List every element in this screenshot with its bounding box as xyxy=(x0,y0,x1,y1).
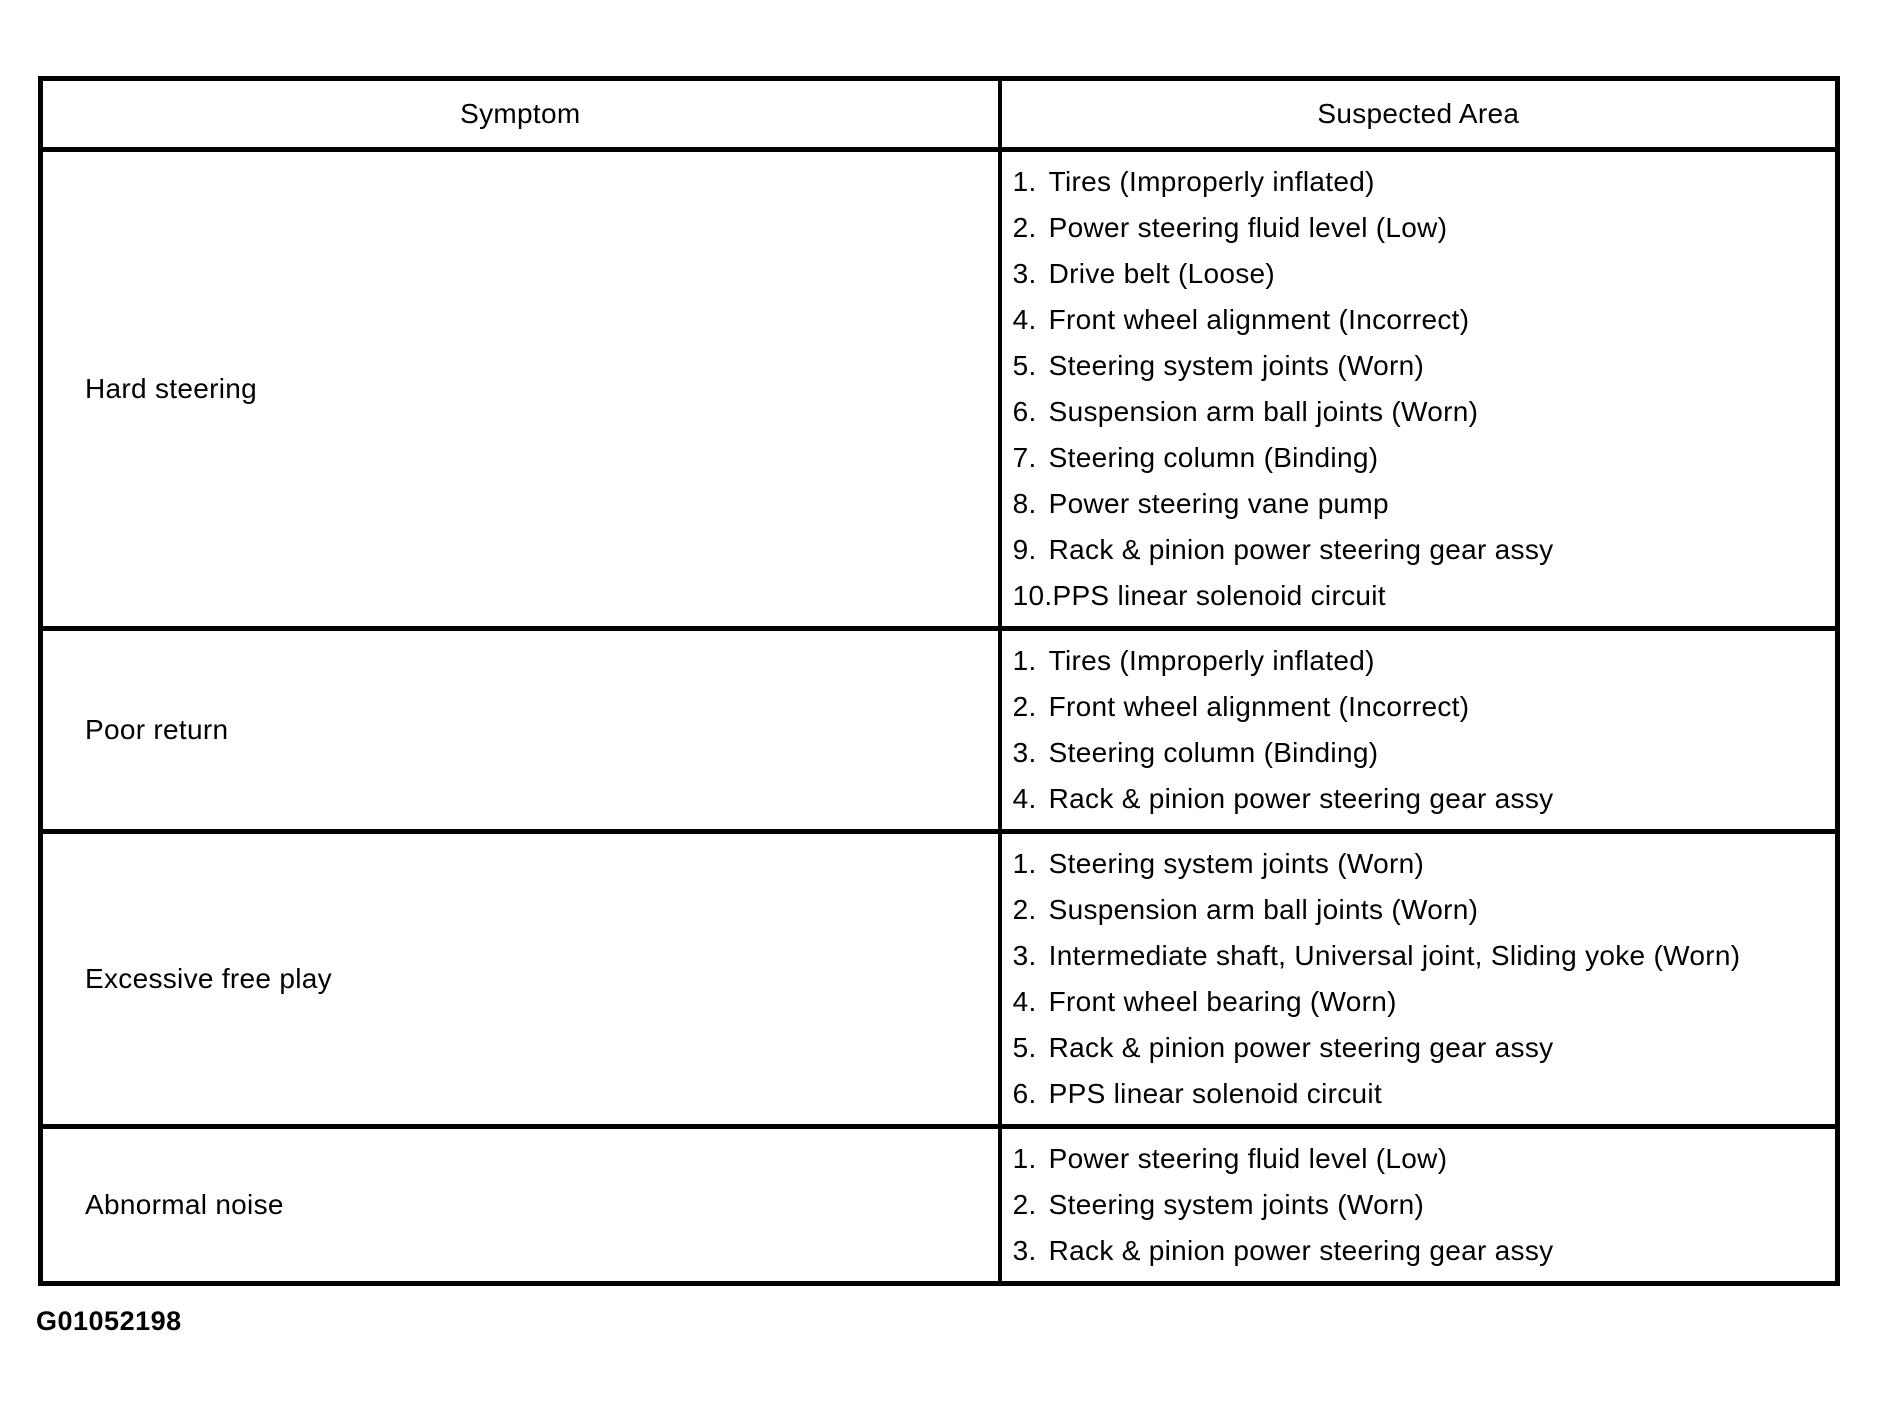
suspected-area-item: 3. Steering column (Binding) xyxy=(1013,730,1831,776)
symptom-cell: Poor return xyxy=(38,626,1002,834)
suspected-area-item: 4. Rack & pinion power steering gear assy xyxy=(1013,776,1831,822)
table-row: Poor return 1. Tires (Improperly inflated… xyxy=(38,626,1840,834)
item-number: 3. xyxy=(1012,737,1037,768)
symptom-cell: Excessive free play xyxy=(38,829,1002,1129)
symptom-cell: Abnormal noise xyxy=(38,1124,1002,1286)
item-number: 1. xyxy=(1012,1143,1037,1174)
suspected-area-item: 7. Steering column (Binding) xyxy=(1013,435,1831,481)
suspected-area-item: 4. Front wheel alignment (Incorrect) xyxy=(1013,297,1831,343)
symptom-label: Excessive free play xyxy=(85,963,332,994)
suspected-area-item: 4. Front wheel bearing (Worn) xyxy=(1013,979,1831,1025)
suspected-area-item: 3. Intermediate shaft, Universal joint, S… xyxy=(1013,933,1831,979)
suspected-area-item: 10.PPS linear solenoid circuit xyxy=(1013,573,1831,619)
item-text: Intermediate shaft, Universal joint, Sli… xyxy=(1048,940,1741,971)
header-row: Symptom Suspected Area xyxy=(38,76,1840,152)
item-number: 1. xyxy=(1012,848,1037,879)
item-number: 1. xyxy=(1012,166,1037,197)
item-text: Rack & pinion power steering gear assy xyxy=(1048,1032,1554,1063)
item-number: 9. xyxy=(1012,534,1037,565)
item-text: PPS linear solenoid circuit xyxy=(1052,580,1386,611)
suspected-area-column-header: Suspected Area xyxy=(997,76,1840,152)
item-number: 6. xyxy=(1012,396,1037,427)
item-text: Steering system joints (Worn) xyxy=(1048,1189,1425,1220)
suspected-area-item: 8. Power steering vane pump xyxy=(1013,481,1831,527)
suspected-area-cell: 1. Steering system joints (Worn) 2. Suspens… xyxy=(997,829,1840,1129)
table-row: Hard steering 1. Tires (Improperly inflat… xyxy=(38,147,1840,631)
table-row: Abnormal noise 1. Power steering fluid le… xyxy=(38,1124,1840,1286)
suspected-area-item: 1. Power steering fluid level (Low) xyxy=(1013,1136,1831,1182)
item-text: Suspension arm ball joints (Worn) xyxy=(1048,396,1479,427)
table-row: Excessive free play 1. Steering system jo… xyxy=(38,829,1840,1129)
item-number: 4. xyxy=(1012,783,1037,814)
figure-code: G01052198 xyxy=(36,1306,182,1336)
suspected-area-cell: 1. Tires (Improperly inflated) 2. Power ste… xyxy=(997,147,1840,631)
item-number: 3. xyxy=(1012,258,1037,289)
item-text: Power steering vane pump xyxy=(1048,488,1389,519)
suspected-area-list: 1. Steering system joints (Worn) 2. Suspens… xyxy=(1013,841,1831,1117)
item-number: 2. xyxy=(1012,894,1037,925)
item-text: Power steering fluid level (Low) xyxy=(1048,1143,1448,1174)
suspected-area-item: 6. Suspension arm ball joints (Worn) xyxy=(1013,389,1831,435)
suspected-area-item: 9. Rack & pinion power steering gear assy xyxy=(1013,527,1831,573)
item-text: Front wheel alignment (Incorrect) xyxy=(1048,691,1470,722)
symptom-troubleshooting-table: Symptom Suspected Area Hard steering 1. T… xyxy=(38,76,1840,1286)
suspected-area-item: 5. Rack & pinion power steering gear assy xyxy=(1013,1025,1831,1071)
item-text: PPS linear solenoid circuit xyxy=(1048,1078,1383,1109)
suspected-area-item: 2. Steering system joints (Worn) xyxy=(1013,1182,1831,1228)
suspected-area-item: 2. Power steering fluid level (Low) xyxy=(1013,205,1831,251)
item-text: Steering system joints (Worn) xyxy=(1048,350,1425,381)
item-number: 2. xyxy=(1012,691,1037,722)
item-text: Suspension arm ball joints (Worn) xyxy=(1048,894,1479,925)
item-text: Rack & pinion power steering gear assy xyxy=(1048,783,1554,814)
item-text: Tires (Improperly inflated) xyxy=(1048,166,1375,197)
suspected-area-item: 2. Front wheel alignment (Incorrect) xyxy=(1013,684,1831,730)
suspected-area-item: 1. Steering system joints (Worn) xyxy=(1013,841,1831,887)
item-text: Rack & pinion power steering gear assy xyxy=(1048,1235,1554,1266)
symptom-label: Abnormal noise xyxy=(85,1189,284,1220)
suspected-area-list: 1. Tires (Improperly inflated) 2. Front whe… xyxy=(1013,638,1831,822)
item-number: 3. xyxy=(1012,1235,1037,1266)
suspected-area-item: 6. PPS linear solenoid circuit xyxy=(1013,1071,1831,1117)
item-number: 7. xyxy=(1012,442,1037,473)
suspected-area-item: 5. Steering system joints (Worn) xyxy=(1013,343,1831,389)
item-number: 3. xyxy=(1012,940,1037,971)
item-text: Steering column (Binding) xyxy=(1048,737,1379,768)
item-number: 4. xyxy=(1012,986,1037,1017)
item-number: 4. xyxy=(1012,304,1037,335)
table-body: Hard steering 1. Tires (Improperly inflat… xyxy=(38,147,1840,1286)
symptom-column-header: Symptom xyxy=(38,76,1002,152)
item-number: 2. xyxy=(1012,1189,1037,1220)
item-number: 8. xyxy=(1012,488,1037,519)
item-text: Front wheel bearing (Worn) xyxy=(1048,986,1397,1017)
symptom-label: Poor return xyxy=(85,714,229,745)
suspected-area-item: 3. Drive belt (Loose) xyxy=(1013,251,1831,297)
suspected-area-item: 3. Rack & pinion power steering gear assy xyxy=(1013,1228,1831,1274)
item-number: 5. xyxy=(1012,1032,1037,1063)
suspected-area-cell: 1. Tires (Improperly inflated) 2. Front whe… xyxy=(997,626,1840,834)
suspected-area-list: 1. Tires (Improperly inflated) 2. Power ste… xyxy=(1013,159,1831,619)
item-number: 10. xyxy=(1012,580,1053,611)
item-text: Drive belt (Loose) xyxy=(1048,258,1276,289)
item-text: Steering system joints (Worn) xyxy=(1048,848,1425,879)
suspected-area-cell: 1. Power steering fluid level (Low) 2. Stee… xyxy=(997,1124,1840,1286)
item-text: Rack & pinion power steering gear assy xyxy=(1048,534,1554,565)
item-text: Steering column (Binding) xyxy=(1048,442,1379,473)
suspected-area-item: 2. Suspension arm ball joints (Worn) xyxy=(1013,887,1831,933)
item-number: 1. xyxy=(1012,645,1037,676)
symptom-cell: Hard steering xyxy=(38,147,1002,631)
item-number: 6. xyxy=(1012,1078,1037,1109)
suspected-area-item: 1. Tires (Improperly inflated) xyxy=(1013,638,1831,684)
table-header: Symptom Suspected Area xyxy=(38,76,1840,152)
symptom-label: Hard steering xyxy=(85,373,257,404)
item-number: 5. xyxy=(1012,350,1037,381)
suspected-area-item: 1. Tires (Improperly inflated) xyxy=(1013,159,1831,205)
item-text: Tires (Improperly inflated) xyxy=(1048,645,1375,676)
suspected-area-list: 1. Power steering fluid level (Low) 2. Stee… xyxy=(1013,1136,1831,1274)
item-text: Power steering fluid level (Low) xyxy=(1048,212,1448,243)
item-text: Front wheel alignment (Incorrect) xyxy=(1048,304,1470,335)
item-number: 2. xyxy=(1012,212,1037,243)
